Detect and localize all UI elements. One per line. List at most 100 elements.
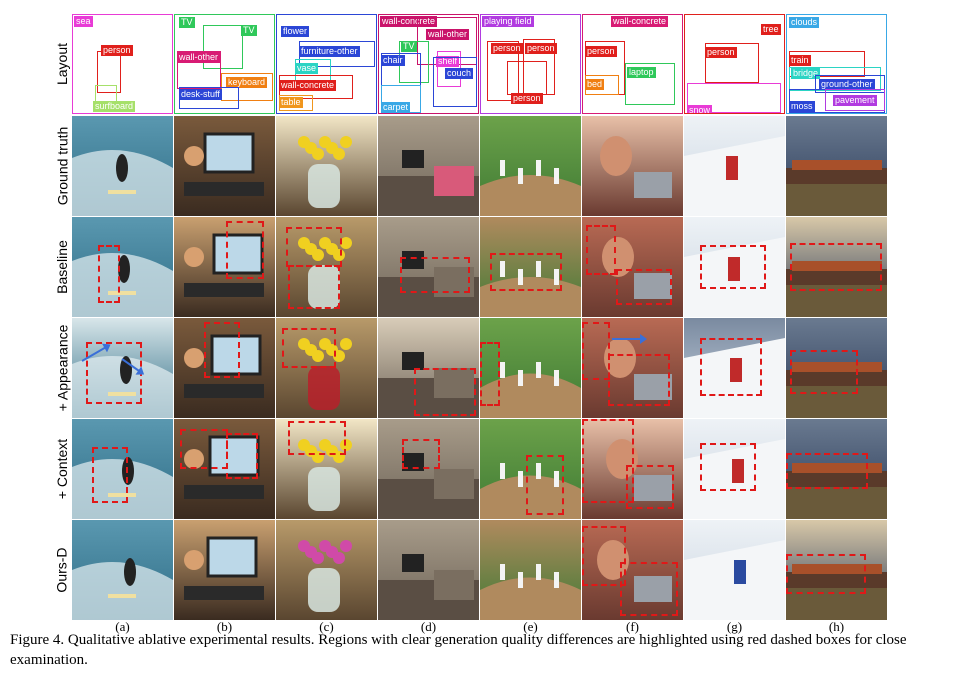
highlight-box: [582, 526, 626, 586]
highlight-box: [790, 243, 882, 291]
layout-region-label: keyboard: [226, 77, 268, 88]
generated-image: [174, 116, 275, 216]
image-content: [72, 217, 173, 317]
column-label: (h): [828, 619, 845, 634]
layout-region-label: shelf: [436, 56, 460, 67]
highlight-box: [282, 328, 336, 368]
layout-region-label: clouds: [789, 17, 820, 28]
layout-region-label: bridge: [791, 68, 821, 79]
layout-region-label: bed: [585, 79, 605, 90]
highlight-box: [490, 253, 562, 291]
highlight-box: [582, 322, 610, 380]
layout-region-label: train: [789, 55, 811, 66]
image-content: [684, 520, 785, 620]
layout-region-label: wall-concrete: [380, 16, 438, 27]
column-label: (c): [319, 619, 334, 634]
layout-region: [705, 43, 759, 83]
highlight-box: [700, 443, 756, 491]
highlight-box: [288, 265, 340, 309]
layout-region-label: wall-concrete: [611, 16, 669, 27]
row-label-text: + Context: [54, 438, 71, 500]
generated-image: [582, 318, 683, 418]
highlight-box: [620, 562, 678, 616]
generated-image: [582, 217, 683, 317]
highlight-box: [288, 421, 346, 455]
layout-region-label: TV: [179, 17, 195, 28]
generated-image: [378, 116, 479, 216]
generated-image: [174, 520, 275, 620]
highlight-box: [786, 554, 866, 594]
highlight-box: [226, 221, 264, 279]
layout-region-label: person: [511, 93, 543, 104]
image-content: [276, 116, 377, 216]
layout-region-label: couch: [445, 68, 474, 79]
image-content: [174, 318, 275, 418]
generated-image: [582, 116, 683, 216]
image-content: [72, 419, 173, 519]
image-content: [480, 116, 581, 216]
layout-region: [177, 51, 221, 89]
highlight-box: [790, 350, 858, 394]
image-content: [276, 217, 377, 317]
image-content: [786, 419, 887, 519]
highlight-box: [92, 447, 128, 503]
generated-image: [72, 520, 173, 620]
image-content: [378, 116, 479, 216]
image-content: [480, 318, 581, 418]
image-content: [582, 520, 683, 620]
layout-region: [203, 25, 243, 69]
layout-region-label: person: [705, 47, 737, 58]
highlight-box: [626, 465, 674, 509]
highlight-box: [226, 433, 258, 479]
layout-region-label: chair: [381, 55, 405, 66]
layout-region-label: wall-other: [426, 29, 470, 40]
layout-region-label: flower: [281, 26, 310, 37]
column-label: (b): [216, 619, 233, 634]
generated-image: [480, 217, 581, 317]
image-content: [684, 116, 785, 216]
image-content: [582, 318, 683, 418]
highlight-box: [286, 227, 342, 267]
image-content: [276, 419, 377, 519]
layout-region-label: carpet: [381, 102, 411, 113]
row-label-text: Ground truth: [54, 126, 71, 206]
generated-image: [786, 116, 887, 216]
layout-region-label: moss: [789, 101, 815, 112]
image-content: [378, 520, 479, 620]
highlight-box: [586, 225, 616, 275]
row-label-text: Baseline: [54, 240, 71, 294]
layout-region-label: vase: [295, 63, 319, 74]
image-content: [276, 520, 377, 620]
image-content: [480, 419, 581, 519]
image-content: [174, 116, 275, 216]
highlight-box: [608, 354, 670, 406]
layout-region-label: table: [279, 97, 303, 108]
layout-region: [487, 41, 519, 101]
highlight-box: [180, 429, 228, 469]
layout-region: [507, 61, 547, 95]
highlight-box: [582, 419, 634, 503]
image-content: [174, 520, 275, 620]
generated-image: [72, 217, 173, 317]
layout-region: [815, 75, 885, 93]
highlight-box: [204, 322, 240, 378]
highlight-box: [700, 338, 762, 396]
column-label: (a): [115, 619, 130, 634]
layout-region-label: tree: [761, 24, 781, 35]
highlight-box: [480, 342, 500, 406]
image-content: [72, 116, 173, 216]
layout-region-label: furniture-other: [299, 46, 360, 57]
generated-image: [684, 116, 785, 216]
image-content: [480, 520, 581, 620]
image-content: [582, 116, 683, 216]
layout-region: [687, 83, 781, 113]
layout-region: [433, 57, 477, 107]
image-content: [786, 318, 887, 418]
